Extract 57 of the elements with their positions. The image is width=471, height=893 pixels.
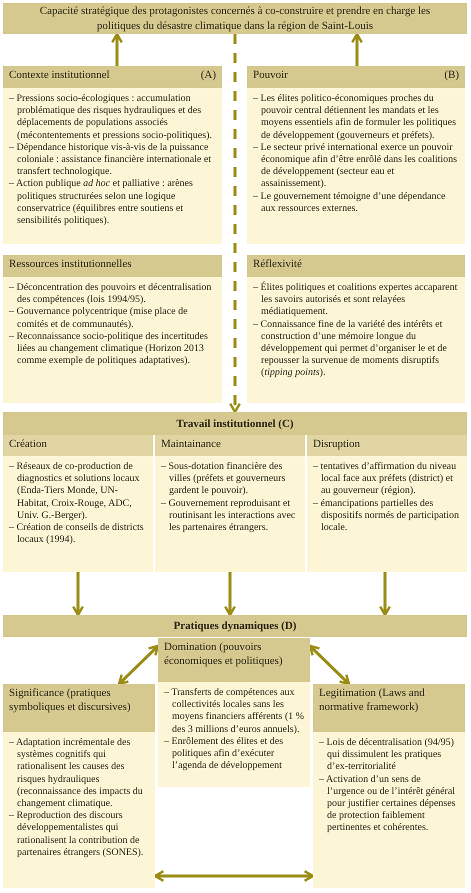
- panel-title: Contexte institutionnel: [9, 69, 110, 83]
- info-panel: [307, 435, 467, 572]
- info-panel: [3, 684, 155, 888]
- bullet-item: – Déconcentration des pouvoirs et décentralisation des compétences (lois 1994/95).: [9, 282, 212, 306]
- arrow: [224, 572, 236, 616]
- bullet-item: – Dépendance historique vis-à-vis de la puissance coloniale : assistance financière internationale et transfert technologique.: [9, 142, 212, 178]
- bullet-item: – Les élites politico-économiques proches du pouvoir central détiennent les mandats et les moyens essentiels afin de formuler les politiques de développement (gouverneurs et préfets).: [253, 93, 457, 142]
- bullet-item: – émancipations partielles des dispositifs normés de participation locale.: [313, 498, 460, 534]
- info-panel: [3, 66, 222, 244]
- bullet-item: – Transferts de compétences aux collectivités locales sans les moyens financiers afférents (1 % des 3 millions d’euros annuels).: [164, 687, 304, 736]
- bullet-item: – Enrôlement des élites et des politiques afin d’exécuter l’agenda de développement: [164, 736, 284, 772]
- bullet-item: – Élites politiques et coalitions expertes accaparent les savoirs autorisés et sont relayées médiatiquement.: [253, 282, 458, 319]
- bullet-item: – Connaissance fine de la variété des intérêts et construction d’une mémoire longue du développement qui permet d’organiser le et de repousser la survenue de moments disruptifs (tipping points).: [253, 318, 448, 380]
- bullet-item: – Adaptation incrémentale des systèmes cognitifs qui rationalisent les causes des risques hydrauliques (reconnaissance des impacts du changement climatique.: [9, 737, 144, 810]
- arrow: [308, 644, 350, 686]
- section-header-band: Pratiques dynamiques (D): [3, 615, 467, 637]
- arrow: [154, 870, 314, 882]
- panel-title: Disruption: [313, 438, 360, 452]
- panel-title: Legitimation (Laws and normative framework): [319, 687, 426, 714]
- title-banner: Capacité stratégique des protagonistes concernés à co-construire et prendre en charge les politiques du désastre climatique dans la région de Saint-Louis: [3, 3, 467, 34]
- bullet-item: – Gouvernement reproduisant et routinisant les interactions avec les partenaires étrangers.: [161, 498, 296, 534]
- bullet-item: – Création de conseils de districts locaux (1994).: [9, 522, 145, 546]
- arrow: [229, 34, 241, 414]
- info-panel: [313, 684, 465, 888]
- panel-title: Domination (pouvoirs économiques et politiques): [164, 641, 284, 668]
- bullet-item: – Le secteur privé international exerce un pouvoir économique afin d’être enrôlé dans les coalitions de développement (secteur eau et assainissement).: [253, 142, 458, 190]
- bullet-item: – Réseaux de co-production de diagnostics et solutions locaux (Enda-Tiers Monde, UN-Habitat, Croix-Rouge, ADC, Univ. G.-Berger).: [9, 461, 140, 522]
- info-panel: [155, 435, 305, 572]
- arrow: [72, 572, 84, 616]
- arrow: [351, 32, 363, 66]
- bullet-item: – Sous-dotation financière des villes (préfets et gouverneurs gardent le pouvoir).: [161, 461, 286, 498]
- panel-tag: (B): [444, 69, 459, 83]
- panel-title: Réflexivité: [253, 258, 302, 272]
- bullet-item: – tentatives d’affirmation du niveau local face aux préfets (district) et au gouverneur (région).: [313, 461, 458, 498]
- info-panel: [158, 638, 310, 787]
- info-panel: [247, 255, 465, 403]
- panel-title: Pouvoir: [253, 69, 288, 83]
- bullet-item: – Action publique ad hoc et palliative : arènes politiques structurées selon une logique conservatrice (équilibres entre soutiens et sensibilités politiques).: [9, 178, 194, 228]
- bullet-item: – Pressions socio-écologiques : accumulation problématique des risques hydrauliques et des déplacements de populations associés (mécontentements et pressions socio-politiques).: [9, 93, 213, 142]
- arrow: [379, 572, 391, 616]
- bullet-item: – Reproduction des discours développementalistes qui rationalisent la contribution de partenaires étrangers (SONES).: [9, 810, 144, 859]
- panel-tag: (A): [200, 69, 216, 83]
- section-header-band: Travail institutionnel (C): [3, 412, 467, 435]
- arrow: [118, 644, 160, 686]
- bullet-item: – Gouvernance polycentrique (mise place de comités et de communautés).: [9, 306, 189, 331]
- info-panel: [3, 435, 153, 572]
- info-panel: [3, 255, 222, 403]
- bullet-item: – Lois de décentralisation (94/95) qui dissimulent les pratiques d’ex-territorialité: [319, 737, 455, 774]
- panel-title: Ressources institutionnelles: [9, 258, 132, 272]
- panel-title: Création: [9, 438, 47, 452]
- panel-title: Maintainance: [161, 438, 221, 452]
- info-panel: [247, 66, 465, 244]
- panel-title: Significance (pratiques symboliques et discursives): [9, 687, 132, 714]
- bullet-item: – Le gouvernement témoigne d’une dépendance aux ressources externes.: [253, 190, 446, 215]
- bullet-item: – Activation d’un sens de l’urgence ou de l’intérêt général pour justifier certaines dépenses de protection faiblement pertinentes et cohérentes.: [319, 774, 457, 834]
- arrow: [111, 32, 123, 66]
- bullet-item: – Reconnaissance socio-politique des incertitudes liées au changement climatique (Horizon 2013 comme exemple de politiques adaptatives).: [9, 330, 209, 368]
